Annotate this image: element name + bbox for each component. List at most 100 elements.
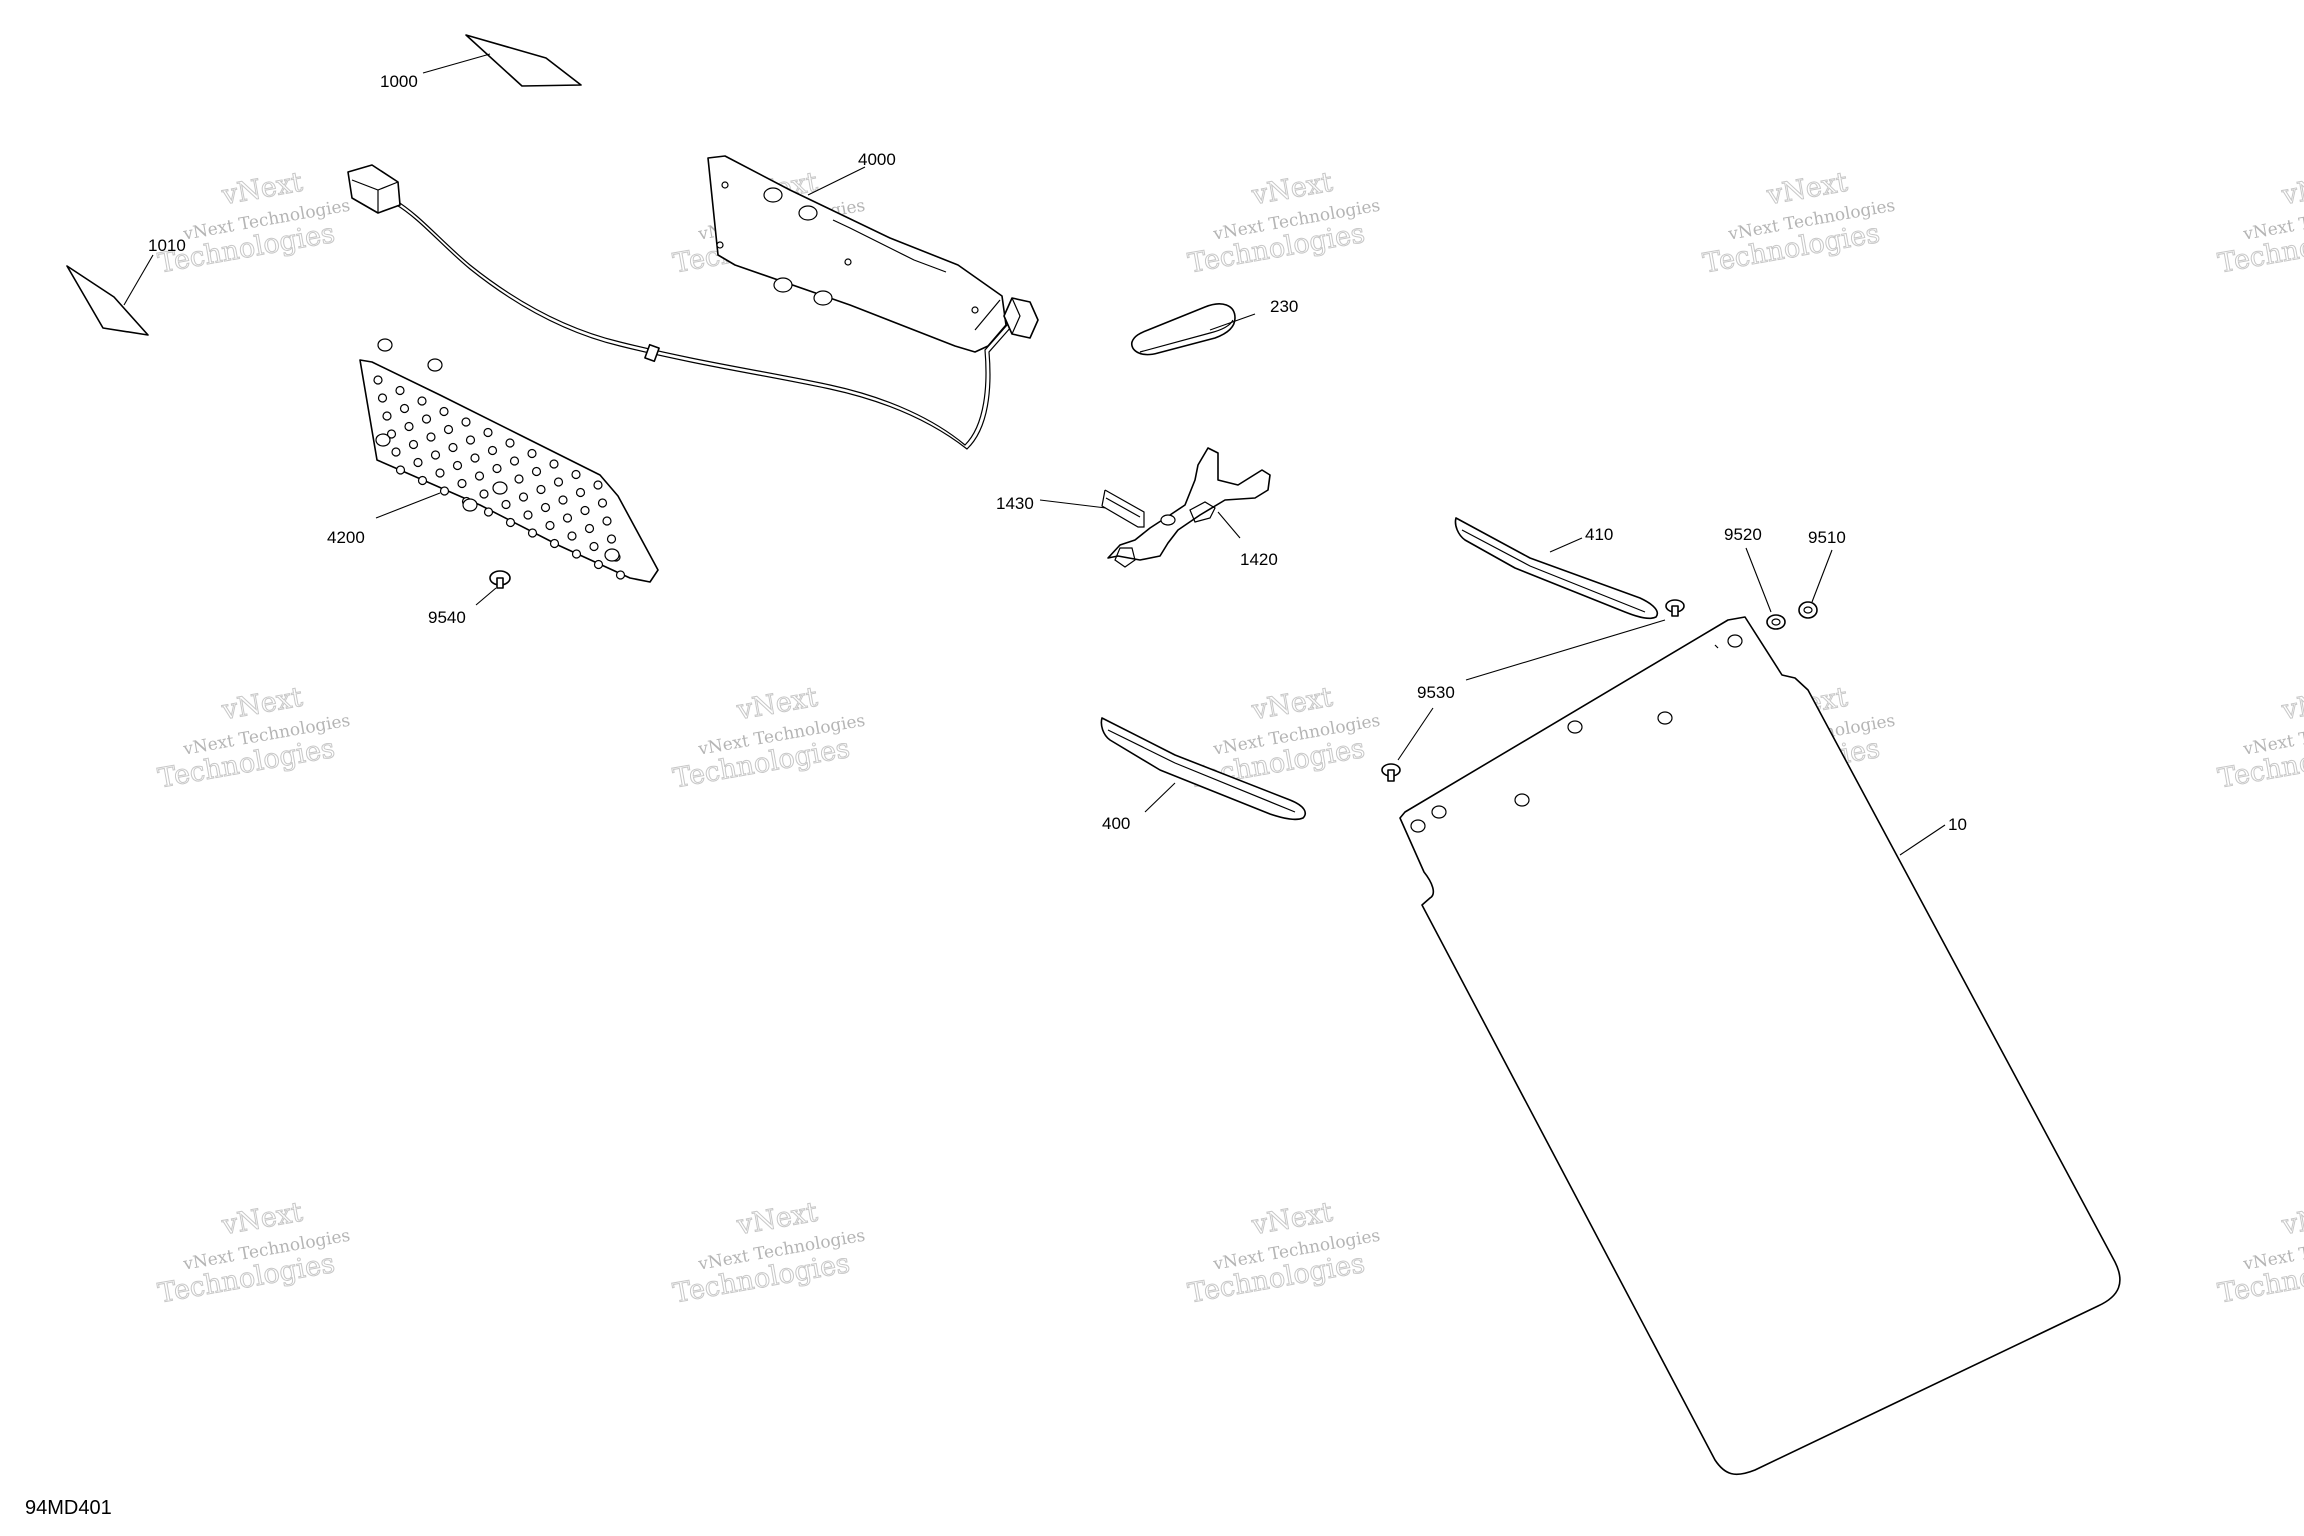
grip-stud <box>399 403 410 414</box>
part-1010-decal[interactable] <box>66 265 149 336</box>
grip-mount-hole <box>375 433 391 447</box>
callout-1010: 1010 <box>148 236 186 255</box>
grip-stud <box>439 486 450 496</box>
grip-stud <box>575 487 586 498</box>
part-400-strip[interactable] <box>1100 717 1306 821</box>
grip-stud <box>483 427 493 438</box>
grip-mount-hole <box>492 481 508 495</box>
callout-1420: 1420 <box>1240 550 1278 569</box>
grip-stud <box>395 465 406 475</box>
harness-connector-2 <box>1003 297 1039 339</box>
grip-stud <box>430 450 441 460</box>
grip-stud <box>377 393 388 403</box>
grip-stud <box>615 570 626 580</box>
part-4200-grip-plate[interactable] <box>359 338 659 583</box>
grip-stud <box>562 513 573 523</box>
grip-stud <box>448 442 458 453</box>
harness-connector <box>347 164 401 214</box>
grip-stud <box>439 406 449 417</box>
grip-stud <box>602 516 612 526</box>
grip-stud <box>413 457 423 468</box>
grip-stud <box>487 445 498 456</box>
grip-stud <box>421 414 432 424</box>
callout-9530: 9530 <box>1417 683 1455 702</box>
grip-stud <box>593 480 603 490</box>
grip-stud <box>465 435 476 445</box>
grip-mount-hole <box>462 498 478 512</box>
part-1430-pin[interactable] <box>1101 489 1145 528</box>
grip-stud <box>461 417 471 427</box>
grip-stud <box>518 492 529 502</box>
grip-stud <box>492 463 502 474</box>
grip-stud <box>457 478 467 489</box>
leader-lines <box>123 53 1946 856</box>
grip-stud <box>571 549 582 559</box>
grip-stud <box>373 375 383 385</box>
part-230-pad[interactable] <box>1131 303 1236 356</box>
grip-stud <box>527 448 537 459</box>
grip-stud <box>545 520 555 531</box>
grip-stud <box>408 439 419 450</box>
part-9520-washer[interactable] <box>1766 614 1786 630</box>
part-9530-screw[interactable] <box>1381 599 1685 782</box>
callout-400: 400 <box>1102 814 1130 833</box>
grip-stud <box>501 499 511 510</box>
callout-9520: 9520 <box>1724 525 1762 544</box>
grip-stud <box>505 517 516 528</box>
callout-230: 230 <box>1270 297 1298 316</box>
grip-studs <box>373 338 626 580</box>
grip-stud <box>589 541 599 552</box>
callout-9540: 9540 <box>428 608 466 627</box>
grip-stud <box>391 447 401 457</box>
part-9540-screw[interactable] <box>489 570 511 589</box>
grip-stud <box>417 475 428 486</box>
callout-1000: 1000 <box>380 72 418 91</box>
grip-stud <box>597 498 608 508</box>
grip-stud <box>536 484 546 495</box>
grip-mount-hole <box>604 548 620 562</box>
grip-stud <box>474 471 485 481</box>
grip-stud <box>553 477 564 487</box>
callout-9510: 9510 <box>1808 528 1846 547</box>
part-410-strip[interactable] <box>1454 517 1659 620</box>
callout-4000: 4000 <box>858 150 896 169</box>
watermark-overlay: vNext <box>2279 682 2304 727</box>
watermark-overlay: vNext <box>2279 167 2304 212</box>
grip-mount-hole <box>427 358 443 372</box>
grip-stud <box>404 421 414 432</box>
callout-1430: 1430 <box>996 494 1034 513</box>
grip-stud <box>426 432 436 442</box>
grip-stud <box>509 456 520 466</box>
callout-10: 10 <box>1948 815 1967 834</box>
grip-stud <box>593 559 604 570</box>
grip-stud <box>443 424 454 435</box>
grip-stud <box>386 429 397 439</box>
grip-stud <box>435 468 445 478</box>
part-9510-nut[interactable] <box>1798 601 1818 619</box>
grip-stud <box>505 438 515 448</box>
grip-stud <box>606 534 617 544</box>
callout-410: 410 <box>1585 525 1613 544</box>
part-1420-latch[interactable] <box>1107 447 1271 568</box>
part-4000-bracket[interactable] <box>347 155 1039 450</box>
grip-stud <box>527 528 538 538</box>
part-10-flap[interactable] <box>1399 616 2121 1476</box>
grip-stud <box>470 453 480 463</box>
grip-stud <box>417 396 427 406</box>
grip-stud <box>395 385 405 396</box>
part-1000-decal[interactable] <box>465 34 582 87</box>
grip-stud <box>567 531 577 541</box>
grip-stud <box>580 505 590 516</box>
grip-stud <box>523 510 533 520</box>
